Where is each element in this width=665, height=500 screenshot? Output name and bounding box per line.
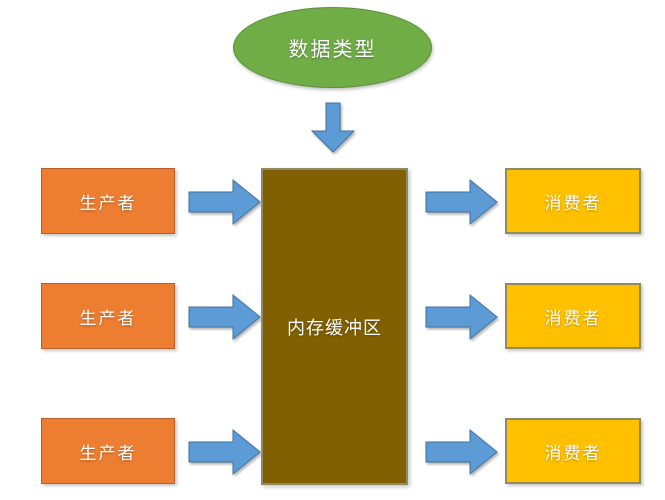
arrow-down-icon xyxy=(310,102,356,153)
arrow-right-icon-consumer-1 xyxy=(425,178,498,226)
consumer-label-3: 消费者 xyxy=(544,443,602,464)
arrow-right-icon-producer-3 xyxy=(188,428,261,476)
producer-label-2: 生产者 xyxy=(79,308,137,329)
arrow-right-icon-producer-2 xyxy=(188,293,261,341)
arrow-right-icon-consumer-3 xyxy=(425,428,498,476)
data-type-node: 数据类型 xyxy=(233,7,432,88)
memory-buffer-node: 内存缓冲区 xyxy=(261,168,408,485)
producer-box-3: 生产者 xyxy=(41,418,175,484)
memory-buffer-label: 内存缓冲区 xyxy=(287,317,382,339)
consumer-box-3: 消费者 xyxy=(505,418,641,484)
producer-box-2: 生产者 xyxy=(41,283,175,349)
consumer-box-1: 消费者 xyxy=(505,168,641,234)
consumer-label-1: 消费者 xyxy=(544,193,602,214)
arrow-right-icon-producer-1 xyxy=(188,178,261,226)
arrow-right-icon-consumer-2 xyxy=(425,293,498,341)
producer-label-1: 生产者 xyxy=(79,193,137,214)
consumer-label-2: 消费者 xyxy=(544,308,602,329)
data-type-label: 数据类型 xyxy=(288,37,377,61)
consumer-box-2: 消费者 xyxy=(505,283,641,349)
producer-box-1: 生产者 xyxy=(41,168,175,234)
producer-label-3: 生产者 xyxy=(79,443,137,464)
